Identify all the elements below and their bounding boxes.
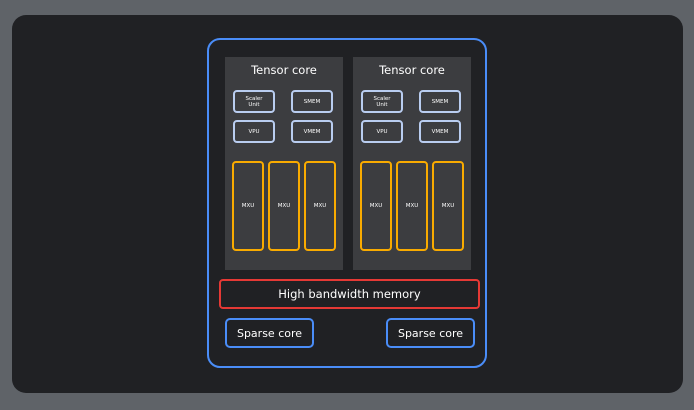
chip-outline bbox=[207, 38, 487, 368]
mxu-box: MXU bbox=[396, 161, 428, 251]
scaler-unit-box: Scaler Unit bbox=[233, 90, 275, 113]
diagram-canvas bbox=[12, 15, 683, 393]
smem-box: SMEM bbox=[419, 90, 461, 113]
scaler-unit-box: Scaler Unit bbox=[361, 90, 403, 113]
vmem-box: VMEM bbox=[291, 120, 333, 143]
mxu-box: MXU bbox=[304, 161, 336, 251]
mxu-box: MXU bbox=[232, 161, 264, 251]
tensor-core-1: Tensor core Scaler Unit SMEM VPU VMEM MX… bbox=[225, 57, 343, 270]
tensor-core-title: Tensor core bbox=[379, 63, 445, 77]
tensor-core-title: Tensor core bbox=[251, 63, 317, 77]
vpu-box: VPU bbox=[361, 120, 403, 143]
high-bandwidth-memory-box: High bandwidth memory bbox=[219, 279, 480, 309]
mxu-box: MXU bbox=[432, 161, 464, 251]
vpu-box: VPU bbox=[233, 120, 275, 143]
sparse-core-box-2: Sparse core bbox=[386, 318, 475, 348]
sparse-core-box-1: Sparse core bbox=[225, 318, 314, 348]
mxu-box: MXU bbox=[268, 161, 300, 251]
mxu-box: MXU bbox=[360, 161, 392, 251]
tensor-core-2: Tensor core Scaler Unit SMEM VPU VMEM MX… bbox=[353, 57, 471, 270]
smem-box: SMEM bbox=[291, 90, 333, 113]
vmem-box: VMEM bbox=[419, 120, 461, 143]
